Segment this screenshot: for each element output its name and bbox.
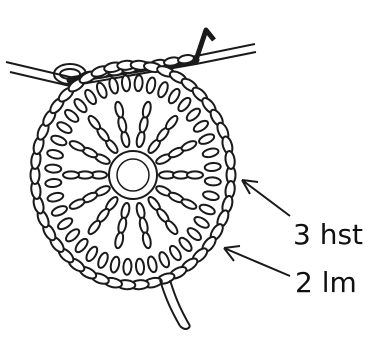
outer-stitch bbox=[72, 97, 89, 114]
outer-stitch bbox=[108, 77, 120, 94]
spoke-stitch bbox=[114, 101, 125, 118]
spoke-stitch bbox=[135, 131, 146, 148]
outer-stitch bbox=[157, 251, 171, 269]
spoke-stitch bbox=[114, 232, 125, 249]
arrow-hst bbox=[242, 180, 290, 216]
outer-stitch bbox=[202, 190, 219, 201]
spoke-stitch bbox=[187, 171, 203, 178]
outer-stitch bbox=[50, 204, 68, 218]
outer-stitch bbox=[73, 237, 89, 254]
outer-stitch bbox=[47, 191, 64, 203]
outer-stitch bbox=[56, 216, 74, 231]
outer-stitch bbox=[55, 120, 73, 135]
spoke-stitch bbox=[68, 197, 86, 210]
spoke-stitch bbox=[68, 139, 86, 152]
spoke-stitch bbox=[63, 171, 79, 178]
outer-stitch bbox=[146, 256, 158, 273]
outer-stitch bbox=[95, 81, 109, 99]
spoke-stitch bbox=[120, 202, 131, 219]
yarn-tail bbox=[160, 280, 190, 329]
outer-stitch bbox=[83, 88, 98, 106]
spoke-stitch bbox=[138, 217, 149, 234]
outer-stitch bbox=[185, 106, 202, 123]
outer-stitch bbox=[45, 178, 62, 187]
outer-stitch bbox=[168, 244, 183, 262]
outer-stitch bbox=[109, 256, 120, 273]
spoke-stitch bbox=[117, 217, 128, 234]
spoke-stitch bbox=[86, 114, 102, 131]
outer-stitch bbox=[193, 215, 211, 230]
outer-stitch bbox=[121, 75, 130, 92]
spoke-stitch bbox=[138, 116, 149, 133]
outer-stitch bbox=[63, 108, 80, 124]
outer-stitch bbox=[198, 132, 216, 146]
center-ring bbox=[109, 151, 157, 199]
spoke-stitch bbox=[142, 101, 153, 118]
outer-stitch bbox=[134, 75, 143, 92]
spoke-stitch bbox=[86, 219, 102, 236]
outer-stitch bbox=[205, 177, 222, 186]
crochet-hook bbox=[6, 30, 256, 86]
spoke-stitch bbox=[120, 131, 131, 148]
spoke-stitch bbox=[142, 232, 153, 249]
outer-stitch bbox=[64, 227, 81, 244]
outer-stitch bbox=[123, 259, 132, 276]
outer-stitch bbox=[45, 164, 62, 173]
outer-stitch bbox=[204, 162, 221, 171]
spoke-stitch bbox=[164, 114, 180, 131]
arrow-lm bbox=[224, 246, 290, 276]
spoke-stitch bbox=[117, 116, 128, 133]
outer-stitch bbox=[202, 147, 219, 159]
spoke-stitch bbox=[164, 219, 180, 236]
outer-stitch bbox=[177, 236, 194, 253]
label-2-lm: 2 lm bbox=[295, 269, 357, 297]
outer-stitch bbox=[50, 134, 68, 147]
outer-stitch bbox=[145, 77, 156, 94]
outer-stitch bbox=[198, 203, 216, 216]
outer-stitch bbox=[167, 87, 182, 105]
outer-stitch bbox=[135, 258, 144, 275]
spoke-stitch bbox=[180, 197, 198, 210]
spoke-stitch bbox=[180, 139, 198, 152]
outer-stitch bbox=[186, 226, 203, 242]
outer-stitch bbox=[192, 119, 210, 134]
outer-stitch bbox=[224, 150, 235, 169]
outer-stitch bbox=[84, 245, 99, 263]
outer-stitch bbox=[156, 81, 169, 99]
label-3-hst: 3 hst bbox=[293, 221, 363, 249]
outer-stitch bbox=[96, 251, 109, 269]
outer-stitch bbox=[46, 149, 63, 160]
outer-stitch bbox=[176, 96, 192, 113]
spoke-stitch bbox=[135, 202, 146, 219]
